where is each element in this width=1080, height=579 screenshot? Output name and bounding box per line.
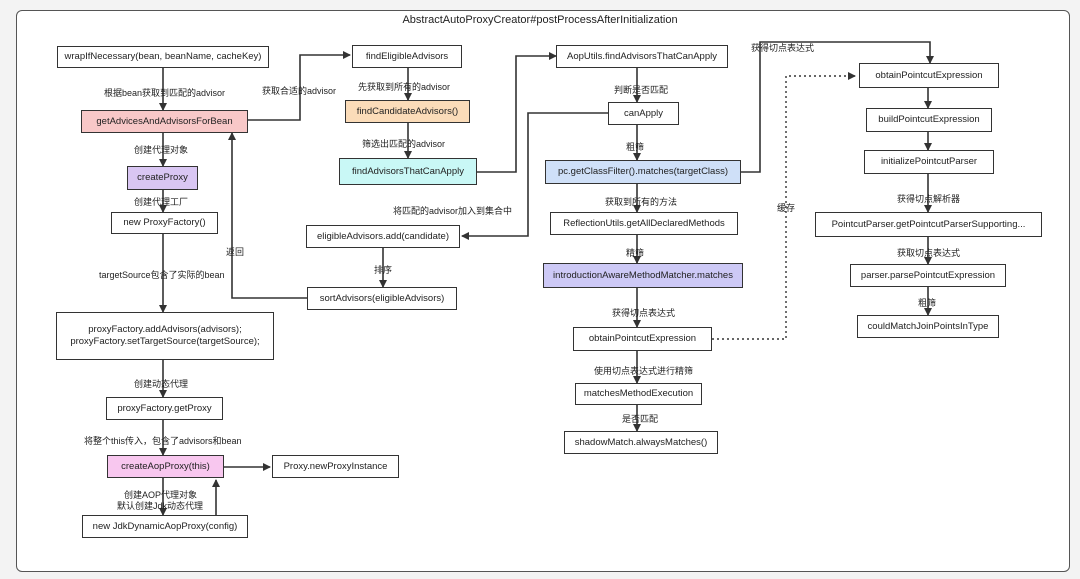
diagram-title: AbstractAutoProxyCreator#postProcessAfte… bbox=[402, 14, 678, 26]
label-get-pointcut-expression-right: 获取切点表达式 bbox=[897, 248, 961, 258]
box-sort-advisors: sortAdvisors(eligibleAdvisors) bbox=[307, 287, 457, 310]
box-introduction-aware-matcher: introductionAwareMethodMatcher.matches bbox=[543, 263, 743, 288]
label-cache: 缓存 bbox=[777, 203, 796, 213]
box-initialize-pointcut-parser: initializePointcutParser bbox=[864, 150, 994, 174]
box-obtain-pointcut-expression-mid: obtainPointcutExpression bbox=[573, 327, 712, 351]
box-eligible-advisors-add: eligibleAdvisors.add(candidate) bbox=[306, 225, 460, 248]
label-get-pointcut-parser: 获得切点解析器 bbox=[897, 194, 961, 204]
label-create-proxy-factory: 创建代理工厂 bbox=[134, 197, 189, 207]
box-create-proxy: createProxy bbox=[127, 166, 198, 190]
box-parser-parse-pointcut-expression: parser.parsePointcutExpression bbox=[850, 264, 1006, 287]
label-pass-this: 将整个this传入，包含了advisors和bean bbox=[84, 436, 242, 446]
box-proxy-factory-add-advisors: proxyFactory.addAdvisors(advisors); prox… bbox=[56, 312, 274, 360]
label-sort: 排序 bbox=[374, 265, 393, 275]
box-proxy-new-proxy-instance: Proxy.newProxyInstance bbox=[272, 455, 399, 478]
label-get-pointcut-expression-top: 获得切点表达式 bbox=[751, 43, 815, 53]
label-is-match: 是否匹配 bbox=[622, 414, 659, 424]
add-advisors-line: proxyFactory.addAdvisors(advisors); bbox=[88, 324, 242, 335]
box-get-advices-and-advisors-for-bean: getAdvicesAndAdvisorsForBean bbox=[81, 110, 248, 133]
box-proxy-factory-get-proxy: proxyFactory.getProxy bbox=[106, 397, 223, 420]
label-use-expression-fine-filter: 使用切点表达式进行精筛 bbox=[594, 366, 694, 376]
label-get-suitable-advisor: 获取合适的advisor bbox=[262, 86, 337, 96]
label-fine-filter: 精筛 bbox=[626, 248, 645, 258]
label-return: 返回 bbox=[226, 247, 245, 257]
arrow-sort-to-getadvices bbox=[228, 132, 307, 299]
box-could-match-join-points-in-type: couldMatchJoinPointsInType bbox=[857, 315, 999, 338]
diagram-frame bbox=[16, 10, 1070, 572]
box-matches-method-execution: matchesMethodExecution bbox=[575, 383, 702, 405]
label-get-all-methods: 获取到所有的方法 bbox=[605, 197, 678, 207]
box-reflection-utils: ReflectionUtils.getAllDeclaredMethods bbox=[550, 212, 738, 235]
box-create-aop-proxy: createAopProxy(this) bbox=[107, 455, 224, 478]
arrow-findcanapply-to-aoputils bbox=[477, 52, 557, 173]
set-target-source-line: proxyFactory.setTargetSource(targetSourc… bbox=[70, 336, 260, 347]
box-obtain-pointcut-expression-right: obtainPointcutExpression bbox=[859, 63, 999, 88]
label-default-jdk-proxy: 默认创建Jdk动态代理 bbox=[117, 501, 204, 511]
box-find-eligible-advisors: findEligibleAdvisors bbox=[352, 45, 462, 68]
box-new-proxy-factory: new ProxyFactory() bbox=[111, 212, 218, 234]
label-first-get-all-advisors: 先获取到所有的advisor bbox=[358, 82, 451, 92]
box-find-advisors-that-can-apply: findAdvisorsThatCanApply bbox=[339, 158, 477, 185]
box-find-candidate-advisors: findCandidateAdvisors() bbox=[345, 100, 470, 123]
label-create-dynamic-proxy: 创建动态代理 bbox=[134, 379, 189, 389]
label-add-to-collection: 将匹配的advisor加入到集合中 bbox=[393, 206, 513, 216]
box-wrap-if-necessary: wrapIfNecessary(bean, beanName, cacheKey… bbox=[57, 46, 269, 68]
box-get-class-filter-matches: pc.getClassFilter().matches(targetClass) bbox=[545, 160, 741, 184]
arrow-classfilter-to-obtainright bbox=[741, 41, 934, 173]
label-coarse-filter-right: 粗筛 bbox=[918, 298, 937, 308]
label-create-proxy-object: 创建代理对象 bbox=[134, 145, 189, 155]
arrow-getadvices-to-findeligible bbox=[248, 51, 351, 121]
label-filter-matching-advisors: 筛选出匹配的advisor bbox=[362, 139, 446, 149]
box-can-apply: canApply bbox=[608, 102, 679, 125]
label-match-advisor: 根据bean获取到匹配的advisor bbox=[104, 88, 226, 98]
label-target-source: targetSource包含了实际的bean bbox=[99, 270, 225, 280]
label-coarse-filter-mid: 粗筛 bbox=[626, 142, 645, 152]
box-build-pointcut-expression: buildPointcutExpression bbox=[866, 108, 992, 132]
label-create-aop-proxy-object: 创建AOP代理对象 bbox=[124, 490, 198, 500]
box-pointcut-parser-get: PointcutParser.getPointcutParserSupporti… bbox=[815, 212, 1042, 237]
arrow-cache-dotted bbox=[712, 72, 856, 340]
label-get-pointcut-expression-mid: 获得切点表达式 bbox=[612, 308, 676, 318]
box-new-jdk-dynamic-aop-proxy: new JdkDynamicAopProxy(config) bbox=[82, 515, 248, 538]
box-shadow-match-always-matches: shadowMatch.alwaysMatches() bbox=[564, 431, 718, 454]
label-judge-match: 判断是否匹配 bbox=[614, 85, 669, 95]
arrow-canapply-to-add bbox=[461, 112, 608, 240]
box-aoputils-find-advisors: AopUtils.findAdvisorsThatCanApply bbox=[556, 45, 728, 68]
